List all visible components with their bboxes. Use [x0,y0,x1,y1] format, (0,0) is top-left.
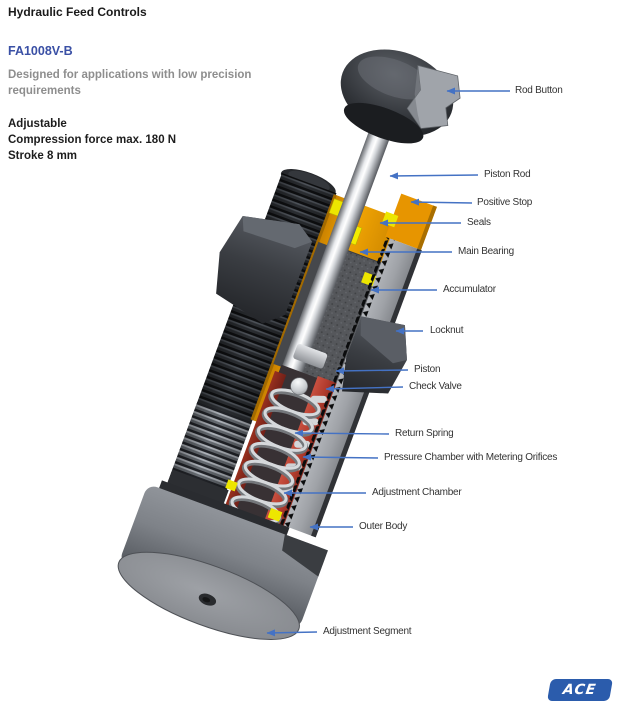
product-code: FA1008V-B [8,44,73,58]
ace-logo: ACE [547,679,613,701]
callout-arrows [266,87,510,637]
locknut [342,316,407,394]
callout-label-outer-body: Outer Body [359,521,408,532]
spec-line: Adjustable [8,118,67,130]
callout-label-pressure-chamber: Pressure Chamber with Metering Orifices [384,452,558,463]
description-line: requirements [8,85,81,97]
callout-label-seals: Seals [467,217,491,228]
adjustment-segment [117,480,328,640]
callout-arrow [266,629,318,637]
piston [293,343,328,369]
callout-arrow [410,198,473,206]
callout-label-accumulator: Accumulator [443,284,496,295]
lower-seals [225,479,283,522]
callout-arrow [335,367,409,375]
piston-rod [278,100,401,383]
callout-arrow [389,172,479,180]
product-description: Designed for applications with low preci… [8,67,251,99]
spec-line: Stroke 8 mm [8,150,78,162]
callout-label-piston: Piston [414,364,441,375]
callout-label-rod-button: Rod Button [515,85,563,96]
description-line: Designed for applications with low preci… [8,69,252,81]
callout-label-check-valve: Check Valve [409,381,462,392]
callout-arrow [302,453,379,461]
callout-label-main-bearing: Main Bearing [458,246,514,257]
callout-label-adjustment-chamber: Adjustment Chamber [372,487,462,498]
callout-label-locknut: Locknut [430,325,464,336]
product-specs: Adjustable Compression force max. 180 N … [8,116,176,164]
shock-absorber-body [117,49,461,640]
callout-label-adjustment-segment: Adjustment Segment [323,626,412,637]
callout-label-piston-rod: Piston Rod [484,169,531,180]
ace-logo-text: ACE [562,682,598,698]
callout-arrow [294,429,390,437]
page-title: Hydraulic Feed Controls [8,5,147,19]
spec-line: Compression force max. 180 N [8,134,177,146]
hex-flange [216,216,313,324]
check-valve [290,377,308,395]
callout-arrow [325,385,404,393]
callout-label-return-spring: Return Spring [395,428,454,439]
rod-button [340,49,461,144]
callout-label-positive-stop: Positive Stop [477,197,533,208]
